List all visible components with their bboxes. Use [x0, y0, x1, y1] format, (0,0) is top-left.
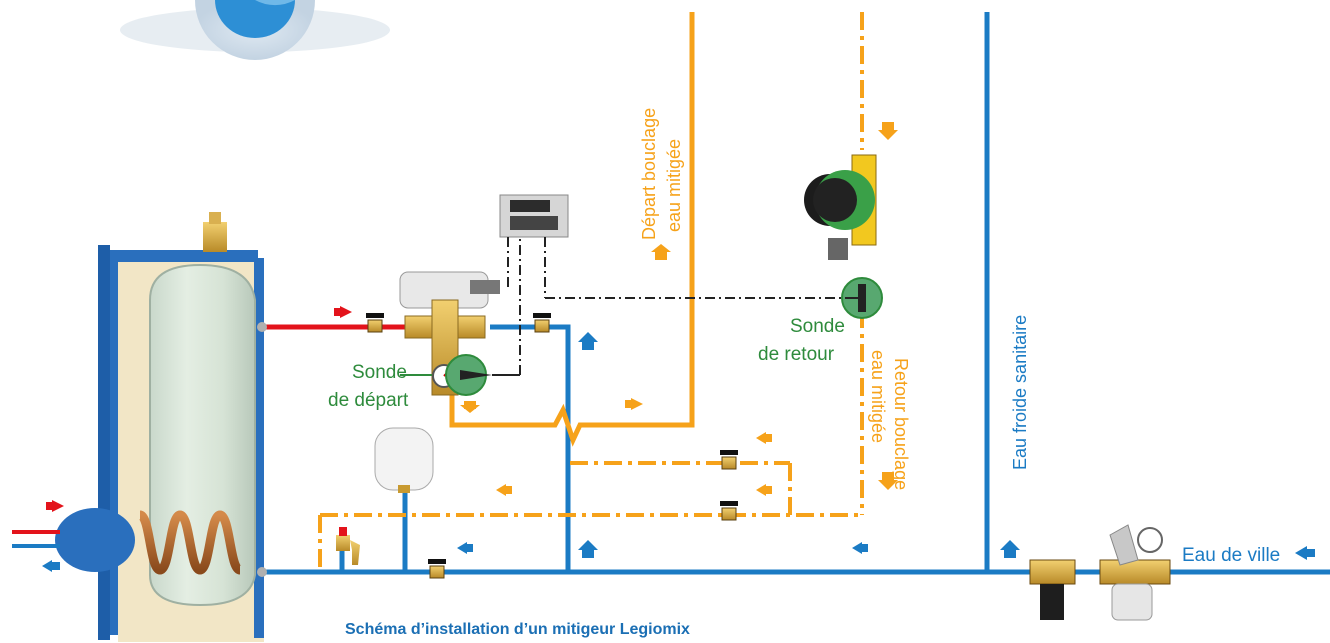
primary-circuit — [12, 500, 64, 572]
mixed-water-pipes — [449, 12, 695, 447]
heating-coil-icon — [137, 510, 243, 575]
label-sonde-depart: Sonde — [352, 362, 407, 383]
flow-arrow-icon — [52, 500, 64, 512]
label-eau-de-ville: Eau de ville — [1182, 545, 1280, 566]
orange-flow-arrows — [460, 122, 898, 496]
air-vent-icon — [203, 222, 227, 252]
label-sonde-depart-2: de départ — [328, 390, 409, 411]
label-depart-bouclage: Départ bouclage — [639, 108, 659, 240]
labels: Départ bouclage eau mitigée Retour boucl… — [328, 108, 1280, 638]
pressure-reducer-icon — [1029, 524, 1171, 621]
label-retour-bouclage-2: eau mitigée — [868, 350, 888, 443]
return-loop-pipes — [318, 12, 864, 572]
label-sonde-retour: Sonde — [790, 316, 845, 337]
flow-arrow-icon — [340, 306, 352, 318]
mixing-valve-icon — [399, 236, 521, 396]
blue-flow-arrows — [457, 332, 1315, 560]
label-retour-bouclage: Retour bouclage — [891, 358, 911, 490]
sonde-retour-icon — [841, 277, 883, 319]
controller-box-icon — [499, 194, 845, 299]
circulator-pump-icon — [804, 154, 877, 260]
safety-valve-icon — [336, 527, 360, 565]
diagram-caption: Schéma d’installation d’un mitigeur Legi… — [345, 621, 690, 638]
label-depart-bouclage-2: eau mitigée — [664, 139, 684, 232]
label-sonde-retour-2: de retour — [758, 344, 835, 365]
brand-logo-shape — [120, 0, 390, 60]
heat-exchanger-flange — [55, 508, 135, 572]
storage-tank — [55, 212, 264, 642]
flow-arrow-icon — [42, 560, 52, 572]
isolation-valves — [367, 319, 737, 579]
label-eau-froide: Eau froide sanitaire — [1010, 315, 1030, 470]
hot-outlet-pipe — [257, 306, 410, 332]
expansion-vessel-icon — [374, 427, 434, 493]
